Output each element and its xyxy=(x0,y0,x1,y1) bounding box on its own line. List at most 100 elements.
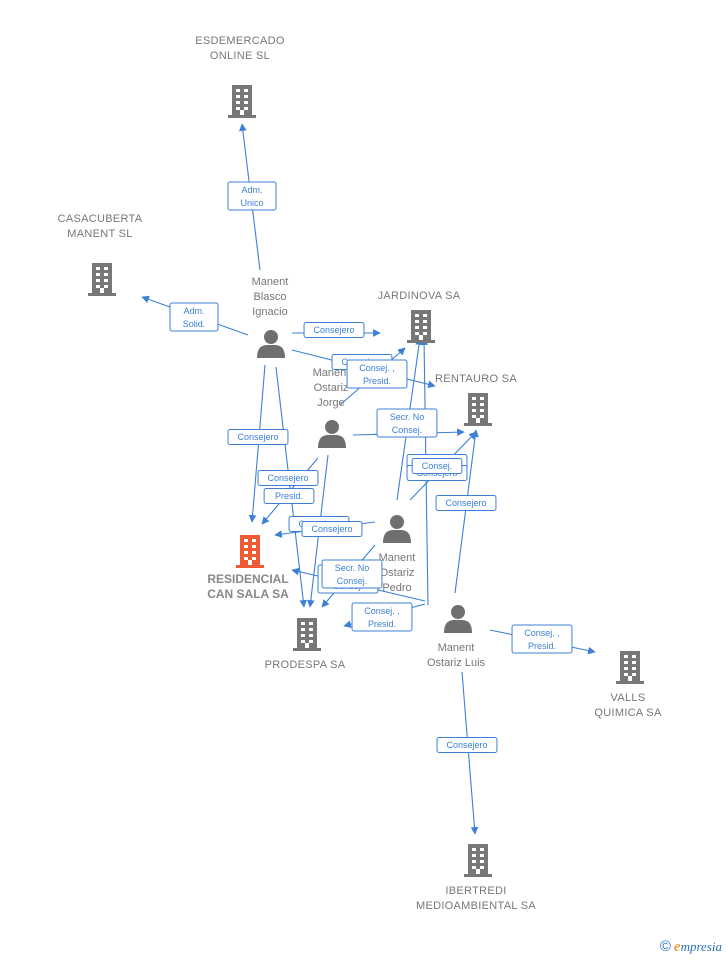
edge-label-text: Solid. xyxy=(183,319,206,329)
brand-name: mpresia xyxy=(680,939,722,954)
edge-label-ignacio-to-casacuberta[interactable]: Adm. Solid. xyxy=(169,302,219,332)
edge-label-box xyxy=(227,429,289,445)
edge-label-luis-to-residencial[interactable]: Secr. No Consej. xyxy=(321,559,383,589)
node-label: MANENT SL xyxy=(67,228,132,240)
node-label: PRODESPA SA xyxy=(265,659,346,671)
node-label: QUIMICA SA xyxy=(594,707,662,719)
node-label: Ostariz xyxy=(380,567,415,579)
edge-label-text: Consej. xyxy=(337,576,368,586)
edge-label-text: Consej. , xyxy=(364,606,400,616)
node-label: IBERTREDI xyxy=(445,885,506,897)
edge-label-luis-to-ibertredi[interactable]: Consejero xyxy=(436,737,498,753)
node-label: Pedro xyxy=(382,582,411,594)
building-icon xyxy=(464,844,492,877)
nodes-layer: ESDEMERCADO ONLINE SL CASACUBERTA MANENT SL… xyxy=(58,35,662,912)
edge-label-pedro-to-jardinova[interactable]: Secr. No Consej. xyxy=(376,408,438,438)
edge-label-text: Consejero xyxy=(311,524,352,534)
edge-label-jorge-to-jardinova[interactable]: Consej. , Presid. xyxy=(346,359,408,389)
node-jardinova[interactable]: JARDINOVA SA xyxy=(378,290,461,343)
edge-label-text: Consejero xyxy=(267,473,308,483)
edge-label-text: Consej. , xyxy=(359,363,395,373)
edge-label-text: Adm. xyxy=(241,185,262,195)
edge-label-luis-to-jardinova[interactable]: Consej. xyxy=(411,458,463,474)
edge-luis-to-rentauro xyxy=(454,429,479,594)
node-label: VALLS xyxy=(611,692,646,704)
building-icon xyxy=(88,263,116,296)
node-rentauro[interactable]: RENTAURO SA xyxy=(435,373,517,426)
edge-label-jorge-to-residencial[interactable]: Presid. xyxy=(263,488,315,504)
node-label: Jorge xyxy=(317,397,345,409)
edge-label-text: Consejero xyxy=(313,325,354,335)
building-icon xyxy=(293,618,321,651)
edge-label-box xyxy=(303,322,365,338)
edge-label-box xyxy=(411,458,463,474)
person-icon xyxy=(257,330,285,358)
edge-label-text: Presid. xyxy=(275,491,303,501)
node-casacuberta[interactable]: CASACUBERTA MANENT SL xyxy=(58,213,143,296)
edge-ignacio-to-prodespa xyxy=(275,366,308,608)
node-ibertredi[interactable]: IBERTREDI MEDIOAMBIENTAL SA xyxy=(416,844,536,912)
person-icon xyxy=(383,515,411,543)
edge-label-text: Consej. xyxy=(392,425,423,435)
edge-label-pedro-to-residencial[interactable]: Consejero xyxy=(301,521,363,537)
edge-label-box xyxy=(257,470,319,486)
node-label: CASACUBERTA xyxy=(58,213,143,225)
edge-label-text: Secr. No xyxy=(335,563,370,573)
edge-label-text: Presid. xyxy=(368,619,396,629)
node-label: JARDINOVA SA xyxy=(378,290,461,302)
edge-label-box xyxy=(351,602,413,632)
edge-label-ignacio-to-jardinova[interactable]: Consejero xyxy=(303,322,365,338)
node-label: ESDEMERCADO xyxy=(195,35,285,47)
edge-label-text: Consejero xyxy=(445,498,486,508)
building-icon xyxy=(228,85,256,118)
node-label: CAN SALA SA xyxy=(207,587,289,601)
edge-label-ignacio-to-esdemercado[interactable]: Adm.Unico xyxy=(227,181,277,211)
person-icon xyxy=(444,605,472,633)
edge-label-box xyxy=(321,559,383,589)
edge-labels-layer: Adm.UnicoAdm.Solid.ConsejeroConsejeroCon… xyxy=(169,181,573,753)
edge-label-box xyxy=(263,488,315,504)
edge-label-ignacio-to-residencial[interactable]: Consejero xyxy=(227,429,289,445)
copyright-icon: © xyxy=(659,938,671,955)
node-valls[interactable]: VALLS QUIMICA SA xyxy=(594,651,662,719)
node-esdemercado[interactable]: ESDEMERCADO ONLINE SL xyxy=(195,35,285,118)
building-icon xyxy=(407,310,435,343)
node-label: MEDIOAMBIENTAL SA xyxy=(416,900,536,912)
edge-label-box xyxy=(436,737,498,753)
building-icon xyxy=(464,393,492,426)
edge-label-box xyxy=(301,521,363,537)
edges-layer xyxy=(141,123,596,835)
copyright-brand[interactable]: ©empresia xyxy=(660,938,722,956)
node-label: Manent xyxy=(379,552,416,564)
edge-label-luis-to-prodespa[interactable]: Consej. , Presid. xyxy=(351,602,413,632)
edge-label-ignacio-to-prodespa[interactable]: Consejero xyxy=(257,470,319,486)
node-label: Manent xyxy=(438,642,475,654)
node-label: ONLINE SL xyxy=(210,50,270,62)
edge-label-box xyxy=(435,495,497,511)
edge-label-text: Consejero xyxy=(237,432,278,442)
person-icon xyxy=(318,420,346,448)
node-label: RESIDENCIAL xyxy=(207,572,288,586)
edge-label-text: Presid. xyxy=(363,376,391,386)
edge-label-box xyxy=(511,624,573,654)
building-icon xyxy=(616,651,644,684)
edge-label-luis-to-valls[interactable]: Consej. ,Presid. xyxy=(511,624,573,654)
edge-label-text: Consejero xyxy=(446,740,487,750)
node-prodespa[interactable]: PRODESPA SA xyxy=(265,618,346,671)
edge-label-luis-to-rentauro[interactable]: Consejero xyxy=(435,495,497,511)
node-label: Ostariz Luis xyxy=(427,657,486,669)
node-label: Ostariz xyxy=(314,382,349,394)
edge-label-text: Adm. xyxy=(183,306,204,316)
edge-label-box xyxy=(346,359,408,389)
edge-label-box xyxy=(376,408,438,438)
edge-label-box xyxy=(169,302,219,332)
edge-label-text: Secr. No xyxy=(390,412,425,422)
edge-label-text: Presid. xyxy=(528,641,556,651)
edge-label-text: Consej. xyxy=(422,461,453,471)
node-label: Manent xyxy=(252,276,289,288)
